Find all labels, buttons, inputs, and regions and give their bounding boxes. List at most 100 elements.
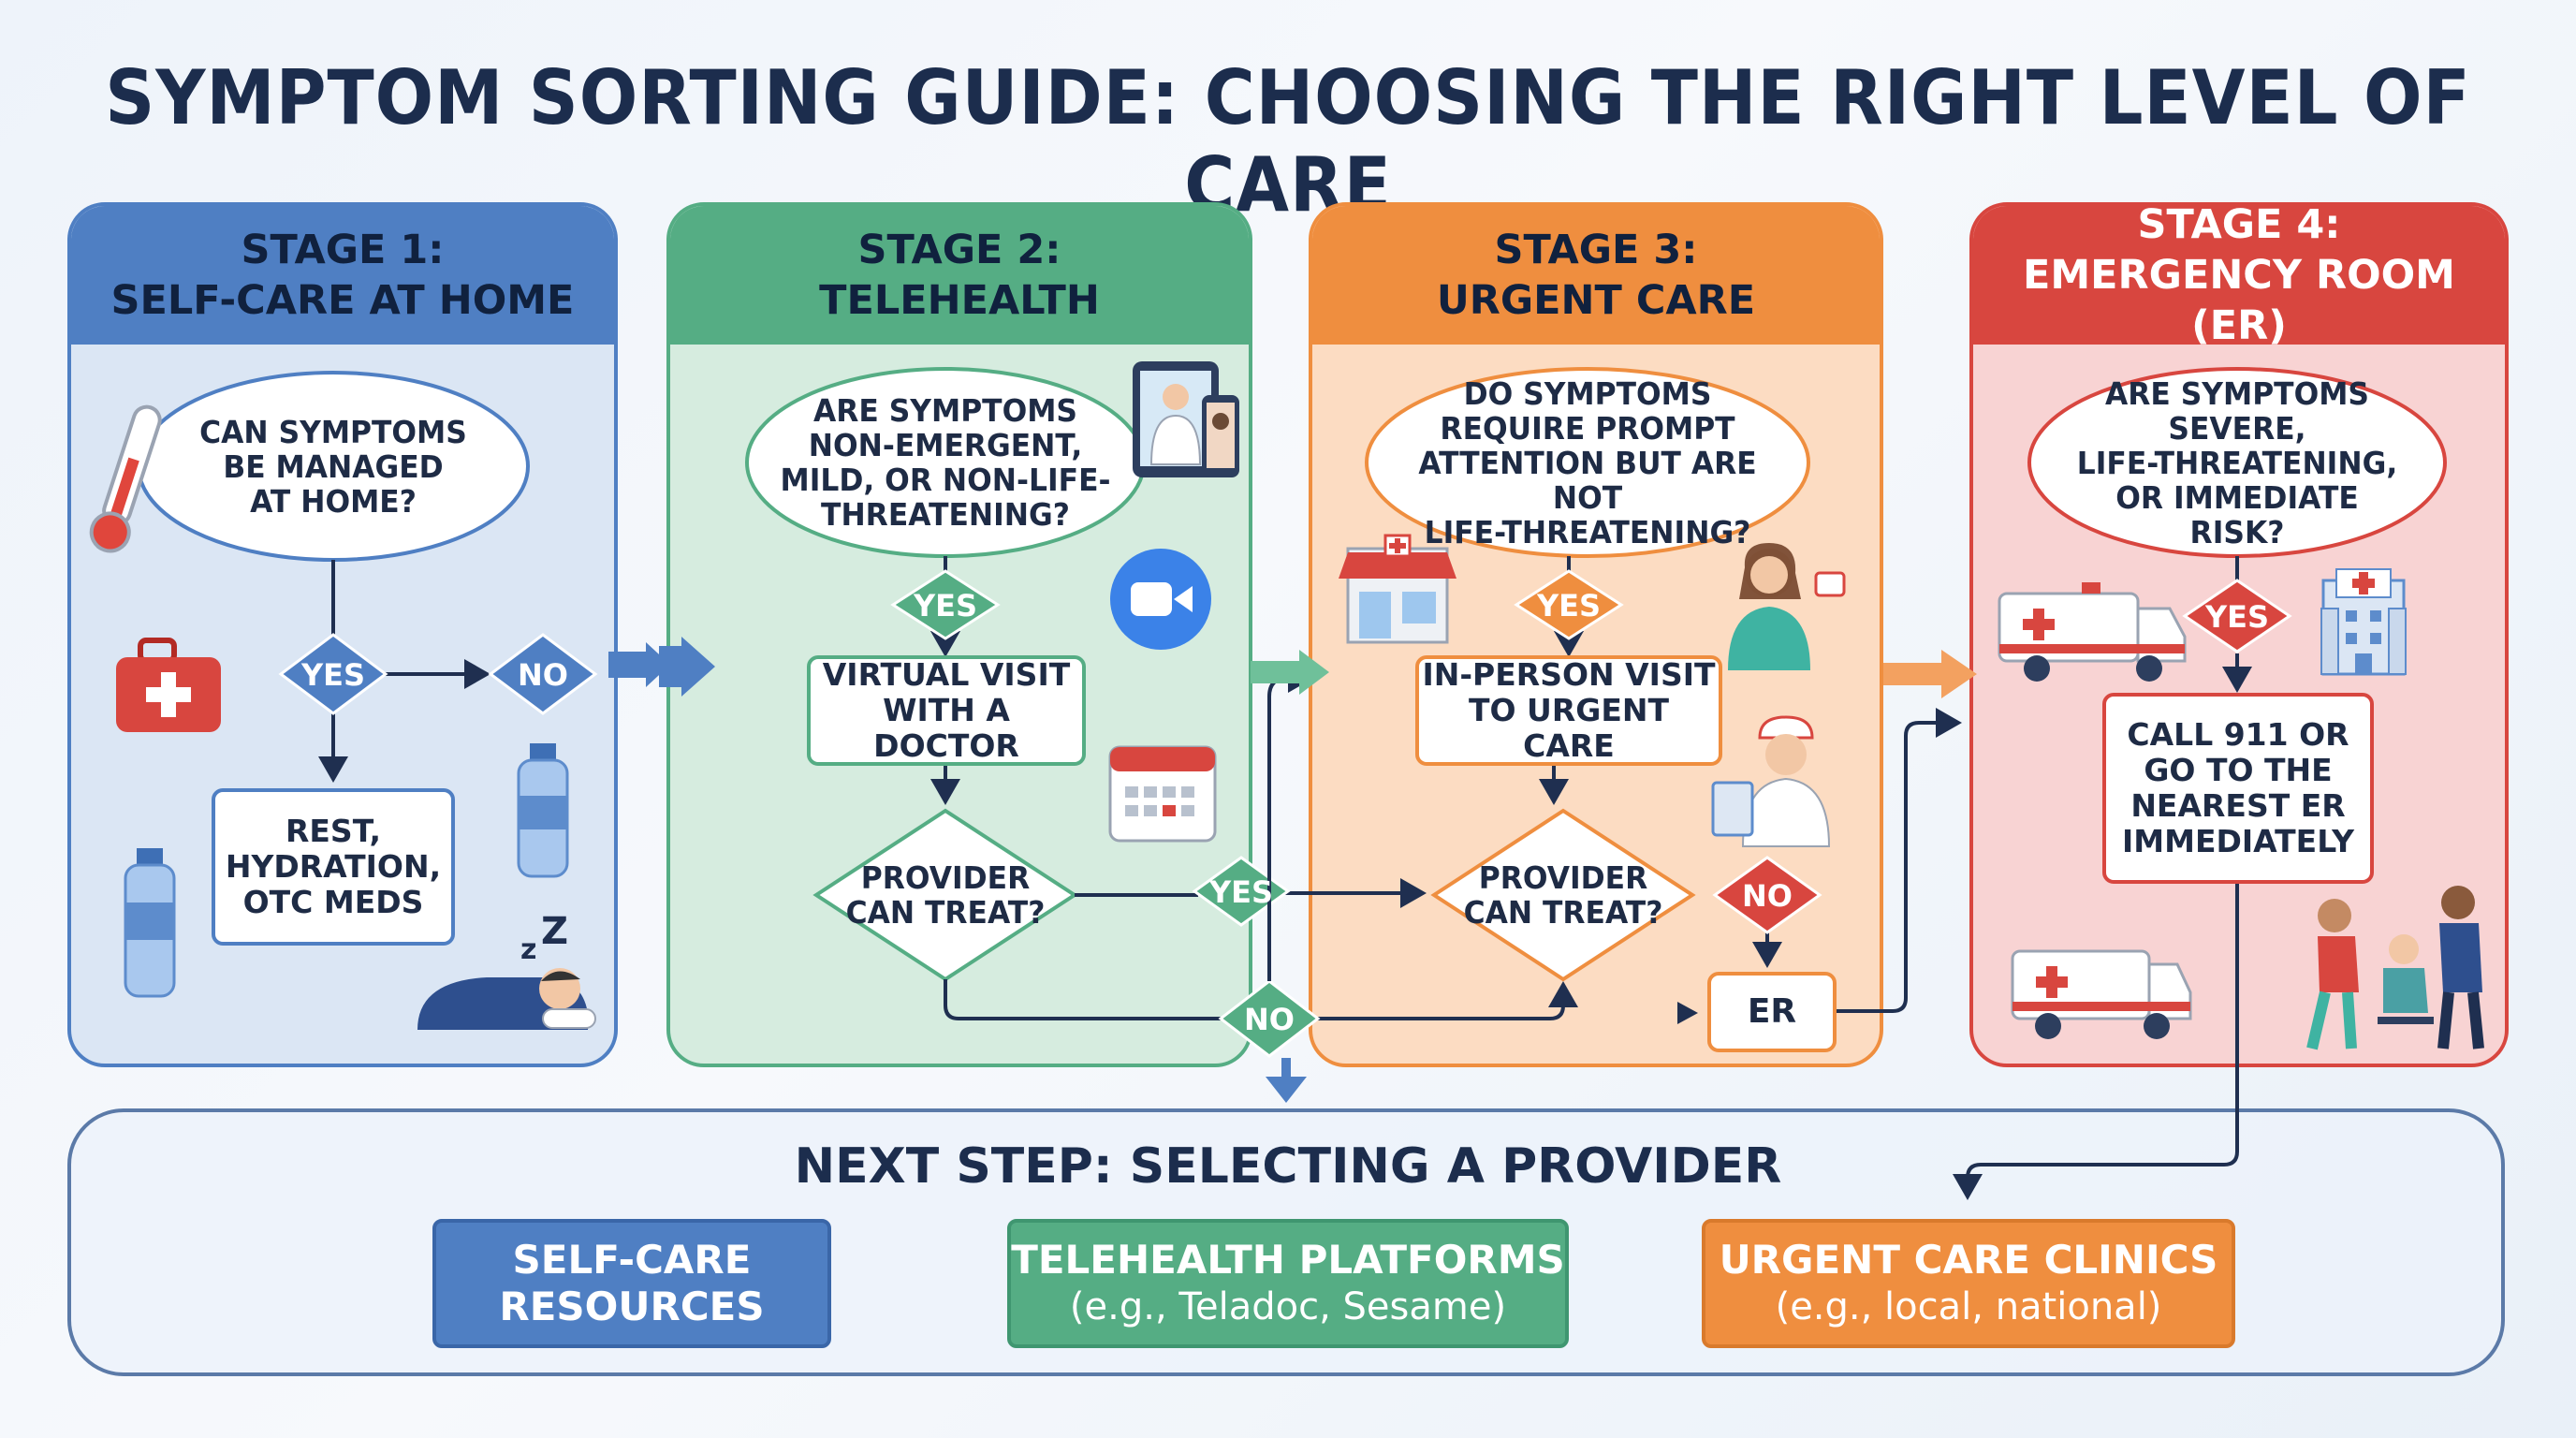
stage-1-action-line-1: REST,	[285, 813, 382, 849]
stage-3-question-ellipse	[1365, 367, 1810, 558]
clinic-storefront-icon	[1339, 534, 1456, 644]
stage-3-yes-diamond	[1514, 569, 1624, 640]
stage-2-decision-no-diamond	[1218, 979, 1321, 1058]
stage-3-action-line-1: IN-PERSON VISIT	[1422, 656, 1716, 693]
stage-2-yes-diamond	[890, 569, 1001, 640]
calendar-icon	[1108, 745, 1217, 843]
provider-urgent-care-clinics[interactable]: URGENT CARE CLINICS (e.g., local, nation…	[1702, 1219, 2235, 1348]
video-camera-icon	[1110, 549, 1211, 650]
stage-3-name: URGENT CARE	[1436, 277, 1756, 324]
stage-4-name: EMERGENCY ROOM (ER)	[2023, 252, 2455, 349]
stage-3-er-box: ER	[1707, 972, 1837, 1052]
stage-2-action-line-1: VIRTUAL VISIT	[822, 656, 1071, 693]
stage-2-decision: PROVIDER CAN TREAT?	[841, 848, 1050, 942]
stage-4-action-line-2: GO TO THE	[2144, 752, 2333, 788]
stage-4-action-line-4: IMMEDIATELY	[2122, 823, 2354, 859]
provider-3-line1: URGENT CARE CLINICS	[1719, 1237, 2218, 1283]
stage-1-question: CAN SYMPTOMS BE MANAGED AT HOME?	[159, 393, 507, 539]
stage-3-header: STAGE 3: URGENT CARE	[1312, 206, 1880, 345]
stage-1-no-label: NO	[518, 657, 568, 693]
stage-1-no-diamond	[488, 633, 598, 715]
stage-2-decision-line-1: PROVIDER	[860, 859, 1031, 896]
stage-1-question-line-3: AT HOME?	[250, 482, 417, 520]
ambulance-icon	[1998, 582, 2187, 682]
first-aid-kit-icon	[116, 638, 221, 732]
assisted-patient-icon	[2306, 886, 2484, 1050]
stage-2-yes-label: YES	[913, 588, 977, 624]
stage-1-action-box: REST, HYDRATION, OTC MEDS	[212, 788, 455, 946]
water-bottle-icon-2	[124, 848, 176, 998]
nurse-with-stethoscope-icon	[1728, 543, 1846, 670]
stage-3-decision-line-2: CAN TREAT?	[1463, 894, 1663, 931]
stage-3-label: STAGE 3:	[1494, 227, 1698, 273]
stage-2-header: STAGE 2: TELEHEALTH	[670, 206, 1249, 345]
stage-3-question-line-3: ATTENTION BUT ARE NOT	[1418, 444, 1757, 516]
next-step-title: NEXT STEP: SELECTING A PROVIDER	[794, 1138, 1782, 1195]
stage-2-decision-yes-diamond	[1192, 856, 1291, 927]
stage-3-decision-no-diamond	[1712, 856, 1822, 934]
provider-self-care-resources[interactable]: SELF-CARE RESOURCES	[432, 1219, 831, 1348]
stage-1-question-line-1: CAN SYMPTOMS	[199, 413, 467, 450]
provider-2-line1: TELEHEALTH PLATFORMS	[1011, 1237, 1565, 1283]
provider-3-sub: (e.g., local, national)	[1775, 1285, 2162, 1328]
stage-1-yes-diamond	[278, 633, 388, 715]
stage-4-action-box: CALL 911 OR GO TO THE NEAREST ER IMMEDIA…	[2102, 693, 2374, 884]
stage-1-name: SELF-CARE AT HOME	[110, 277, 575, 324]
svg-text:z: z	[520, 933, 536, 966]
stage-4-question: ARE SYMPTOMS SEVERE, LIFE-THREATENING, O…	[2065, 376, 2410, 550]
stage-2-question-line-2: NON-EMERGENT,	[808, 427, 1083, 463]
stage-2-label: STAGE 2:	[857, 227, 1061, 273]
stage-2-to-3-arrow	[1251, 650, 1329, 695]
stage-2-name: TELEHEALTH	[819, 277, 1100, 324]
telehealth-devices-icon	[1133, 361, 1239, 477]
stage-1-question-line-2: BE MANAGED	[223, 448, 444, 485]
stage-2-question: ARE SYMPTOMS NON-EMERGENT, MILD, OR NON-…	[773, 386, 1119, 539]
water-bottle-icon	[517, 743, 569, 878]
provider-1-line2: RESOURCES	[499, 1284, 765, 1329]
stage-2-question-line-4: THREATENING?	[821, 496, 1070, 533]
stage-2-decision-yes-label: YES	[1208, 874, 1273, 910]
stage-3-decision-no-label: NO	[1742, 878, 1793, 914]
page-title: SYMPTOM SORTING GUIDE: CHOOSING THE RIGH…	[105, 54, 2471, 228]
stage-3-er-label: ER	[1747, 992, 1797, 1031]
stage-3-decision-line-1: PROVIDER	[1478, 859, 1648, 896]
stage-4-action-line-1: CALL 911 OR	[2127, 716, 2349, 753]
stage-4-yes-diamond	[2182, 579, 2292, 653]
stage-3-question-line-4: LIFE-THREATENING?	[1424, 513, 1751, 550]
down-arrow-to-next-step	[1266, 1077, 1307, 1103]
stage-2-question-line-3: MILD, OR NON-LIFE-	[780, 462, 1111, 498]
stage-3-question-line-2: REQUIRE PROMPT	[1440, 409, 1735, 447]
stage-4-question-line-2: SEVERE,	[2168, 409, 2306, 447]
hospital-icon	[2320, 568, 2407, 676]
stage-1-header: STAGE 1: SELF-CARE AT HOME	[71, 206, 614, 345]
provider-telehealth-platforms[interactable]: TELEHEALTH PLATFORMS (e.g., Teladoc, Ses…	[1007, 1219, 1569, 1348]
stage-3-yes-label: YES	[1536, 588, 1601, 624]
stage-2-decision-line-2: CAN TREAT?	[845, 894, 1046, 931]
stage-2-action-box: VIRTUAL VISIT WITH A DOCTOR	[807, 655, 1086, 766]
stage-1-yes-label: YES	[300, 657, 365, 693]
stage-1-to-2-arrow-2	[659, 637, 715, 697]
stage-3-action-box: IN-PERSON VISIT TO URGENT CARE	[1415, 655, 1722, 766]
stage-1-action-line-2: HYDRATION,	[225, 848, 442, 885]
stage-1-to-2-arrow	[608, 642, 670, 687]
stage-4-question-line-3: LIFE-THREATENING,	[2076, 444, 2398, 481]
provider-2-sub: (e.g., Teladoc, Sesame)	[1069, 1285, 1507, 1328]
stage-2-action-line-2: WITH A DOCTOR	[873, 692, 1019, 764]
stage-4-action-line-3: NEAREST ER	[2130, 787, 2346, 824]
svg-text:Z: Z	[541, 910, 568, 953]
stage-4-question-line-1: ARE SYMPTOMS	[2104, 374, 2370, 412]
stage-1-action-line-3: OTC MEDS	[242, 884, 424, 920]
stage-3-decision: PROVIDER CAN TREAT?	[1458, 848, 1668, 942]
stage-3-question: DO SYMPTOMS REQUIRE PROMPT ATTENTION BUT…	[1392, 376, 1783, 550]
nurse-with-clipboard-icon	[1711, 715, 1831, 847]
ambulance-icon-2	[2011, 949, 2192, 1039]
stage-3-question-line-1: DO SYMPTOMS	[1463, 374, 1712, 412]
stage-1-label: STAGE 1:	[241, 227, 445, 273]
stage-4-label: STAGE 4:	[2137, 202, 2341, 248]
stage-4-yes-label: YES	[2204, 599, 2269, 635]
stage-2-decision-no-label: NO	[1244, 1002, 1295, 1037]
stage-2-question-line-1: ARE SYMPTOMS	[812, 392, 1078, 429]
sleeping-person-icon: z Z	[417, 910, 596, 1030]
stage-3-decision-diamond	[1430, 808, 1696, 982]
stage-3-to-4-arrow	[1883, 650, 1977, 698]
